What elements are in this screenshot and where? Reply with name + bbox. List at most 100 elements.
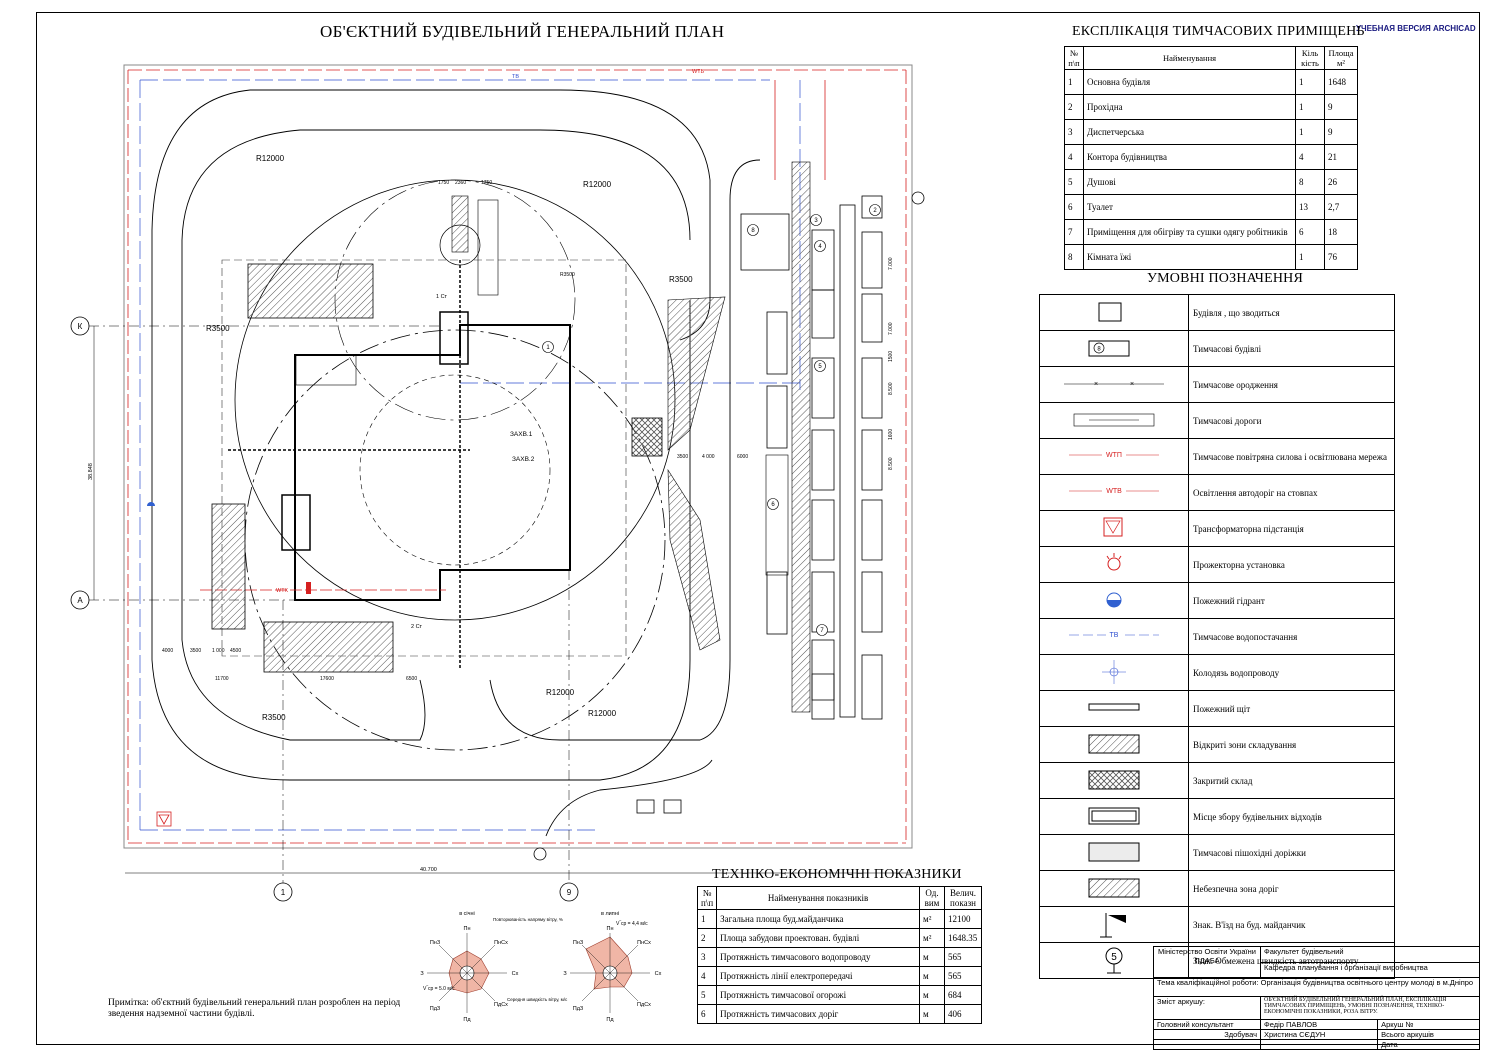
radius-label-3: R12000 <box>546 688 575 697</box>
stair-label-1: 1 Ст <box>436 294 448 300</box>
svg-text:×: × <box>1094 381 1098 388</box>
expl-cell: 2 <box>1064 94 1084 120</box>
stamp-content-label: Зміст аркушу: <box>1153 996 1261 1020</box>
speed-sign-icon <box>533 847 547 861</box>
water-icon: ТВ <box>1039 618 1189 655</box>
waste-bin-1 <box>636 799 655 814</box>
expl-cell: 8 <box>1064 244 1084 270</box>
tep-cell: м <box>919 966 945 986</box>
circle-label-3: 3 <box>814 218 818 224</box>
dim-width: 40.700 <box>420 867 437 873</box>
svg-text:ТВ: ТВ <box>1110 632 1119 639</box>
stamp-content: ОБ'ЄКТНИЙ БУДІВЕЛЬНИЙ ГЕНЕРАЛЬНИЙ ПЛАН, … <box>1260 996 1480 1020</box>
stamp-consultant-label: Головний консультант <box>1153 1019 1261 1030</box>
stamp-ministry: Міністерство Освіти України ПДАБА <box>1153 946 1261 978</box>
tep-cell: м² <box>919 909 945 929</box>
svg-text:З: З <box>563 971 567 977</box>
legend-row: Небезпечна зона доріг <box>1039 870 1395 907</box>
dim-1500: 1500 <box>888 351 894 362</box>
crane-base <box>439 224 481 266</box>
entry-sign-icon <box>1039 906 1189 943</box>
fence-icon: ×× <box>1039 366 1189 403</box>
road-inner-top <box>300 129 691 241</box>
plan-title: ОБ'ЄКТНИЙ БУДІВЕЛЬНИЙ ГЕНЕРАЛЬНИЙ ПЛАН <box>320 22 725 41</box>
svg-text:в липні: в липні <box>601 911 619 917</box>
svg-text:×: × <box>1130 381 1134 388</box>
stamp-consultant: Федір ПАВЛОВ <box>1259 1019 1379 1030</box>
svg-text:ПдЗ: ПдЗ <box>573 1006 584 1012</box>
stamp-date: Дата <box>1377 1039 1480 1050</box>
circle-label-8: 8 <box>751 228 755 234</box>
circle-label-2: 2 <box>873 208 877 214</box>
wind-rose-july: в липні Пн ПнСх Сх ПдСх Пд ПдЗ З ПнЗ V‾с… <box>563 911 661 1023</box>
expl-cell: 4 <box>1295 144 1325 170</box>
tep-cell: Площа забудови проектован. будівлі <box>716 928 920 948</box>
svg-text:Пд: Пд <box>606 1017 614 1023</box>
radius-label-8: R3500 <box>560 272 575 278</box>
open-storage-3 <box>263 621 394 673</box>
svg-text:V‾ср = 4,4 м/с: V‾ср = 4,4 м/с <box>616 920 648 927</box>
expl-cell: 1648 <box>1324 69 1358 95</box>
legend-row: Колодязь водопроводу <box>1039 654 1395 691</box>
legend-row: Пожежний щіт <box>1039 690 1395 727</box>
temp-building-column-b <box>861 195 883 720</box>
temp-building-icon: 8 <box>1039 330 1189 367</box>
expl-cell: 9 <box>1324 119 1358 145</box>
walkway <box>791 161 811 713</box>
legend-label: Прожекторна установка <box>1188 546 1395 583</box>
expl-cell: 13 <box>1295 194 1325 220</box>
tep-cell: Загальна площа буд.майданчика <box>716 909 920 929</box>
closed-storage-icon <box>1039 762 1189 799</box>
road-inner-bottom <box>181 639 426 741</box>
wtk-marker <box>306 582 311 594</box>
temp-building-5b <box>766 385 788 449</box>
svg-text:WTB: WTB <box>1106 488 1122 495</box>
expl-cell: 26 <box>1324 169 1358 195</box>
dim-8500b: 8.500 <box>888 457 894 470</box>
stair-core-1 <box>439 311 469 365</box>
legend-label: Знак. В'їзд на буд. майданчик <box>1188 906 1395 943</box>
expl-cell: 2,7 <box>1324 194 1358 220</box>
tep-table: № п\п Найменування показників Од. вим Ве… <box>696 886 982 1024</box>
dim-8500a: 8.500 <box>888 382 894 395</box>
tep-cell: 684 <box>944 985 982 1005</box>
legend-row: Тимчасові пішохідні доріжки <box>1039 834 1395 871</box>
tb-label: TB <box>512 74 519 80</box>
expl-cell: 6 <box>1064 194 1084 220</box>
legend-row: Знак. В'їзд на буд. майданчик <box>1039 906 1395 943</box>
tep-cell: Протяжність тимчасової огорожі <box>716 985 920 1005</box>
expl-cell: Приміщення для обігріву та сушки одягу р… <box>1083 219 1296 245</box>
well-icon <box>1039 654 1189 691</box>
tep-cell: 2 <box>696 928 718 948</box>
legend-label: Тимчасові дороги <box>1188 402 1395 439</box>
hydrant-icon <box>1039 582 1189 619</box>
axis-9-bubble <box>559 882 579 902</box>
road-inner-left <box>181 129 301 640</box>
tep-cell: 1648.35 <box>944 928 982 948</box>
tep-cell: 565 <box>944 947 982 967</box>
legend-label: Тимчасове ородження <box>1188 366 1395 403</box>
waste-bin-2 <box>663 799 682 814</box>
legend-label: Відкриті зони складування <box>1188 726 1395 763</box>
svg-text:в січні: в січні <box>459 911 475 917</box>
tep-cell: 3 <box>696 947 718 967</box>
dim-1750b: 1750 <box>481 180 492 186</box>
building-icon <box>1039 294 1189 331</box>
tep-cell: м <box>919 985 945 1005</box>
lighting-icon: WTB <box>1039 474 1189 511</box>
legend-row: Прожекторна установка <box>1039 546 1395 583</box>
explication-title: ЕКСПЛІКАЦІЯ ТИМЧАСОВИХ ПРИМІЩЕНЬ <box>1072 24 1365 39</box>
expl-cell: 8 <box>1295 169 1325 195</box>
crane-radius-4 <box>359 374 551 566</box>
expl-cell: 1 <box>1295 69 1325 95</box>
